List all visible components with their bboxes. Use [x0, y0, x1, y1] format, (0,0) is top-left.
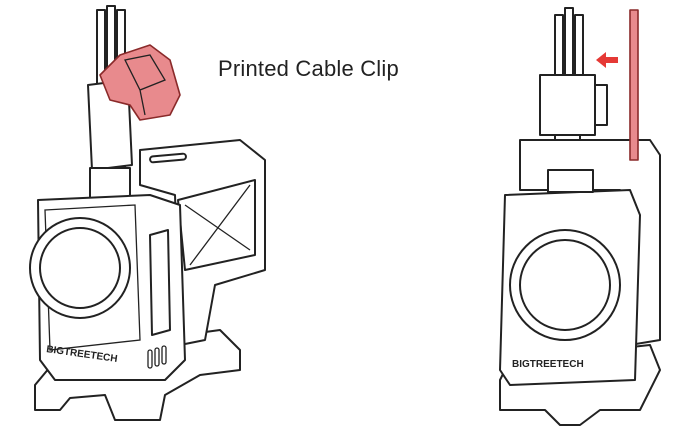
left-toolhead-assembly: BIGTREETECH	[29, 5, 266, 421]
right-brand-logo: BIGTREETECH	[512, 359, 584, 370]
left-camera-lens	[39, 227, 121, 309]
printed-cable-clip-label: Printed Cable Clip	[218, 56, 399, 81]
left-window-frame	[177, 179, 256, 271]
right-cable-clip	[539, 74, 596, 136]
printed-cable-clip	[99, 44, 181, 121]
right-camera-lens	[519, 239, 611, 331]
left-vents	[147, 345, 167, 369]
red-cable-rod	[629, 9, 639, 161]
red-arrow-icon	[596, 52, 618, 68]
right-toolhead-assembly: BIGTREETECH	[499, 7, 661, 426]
